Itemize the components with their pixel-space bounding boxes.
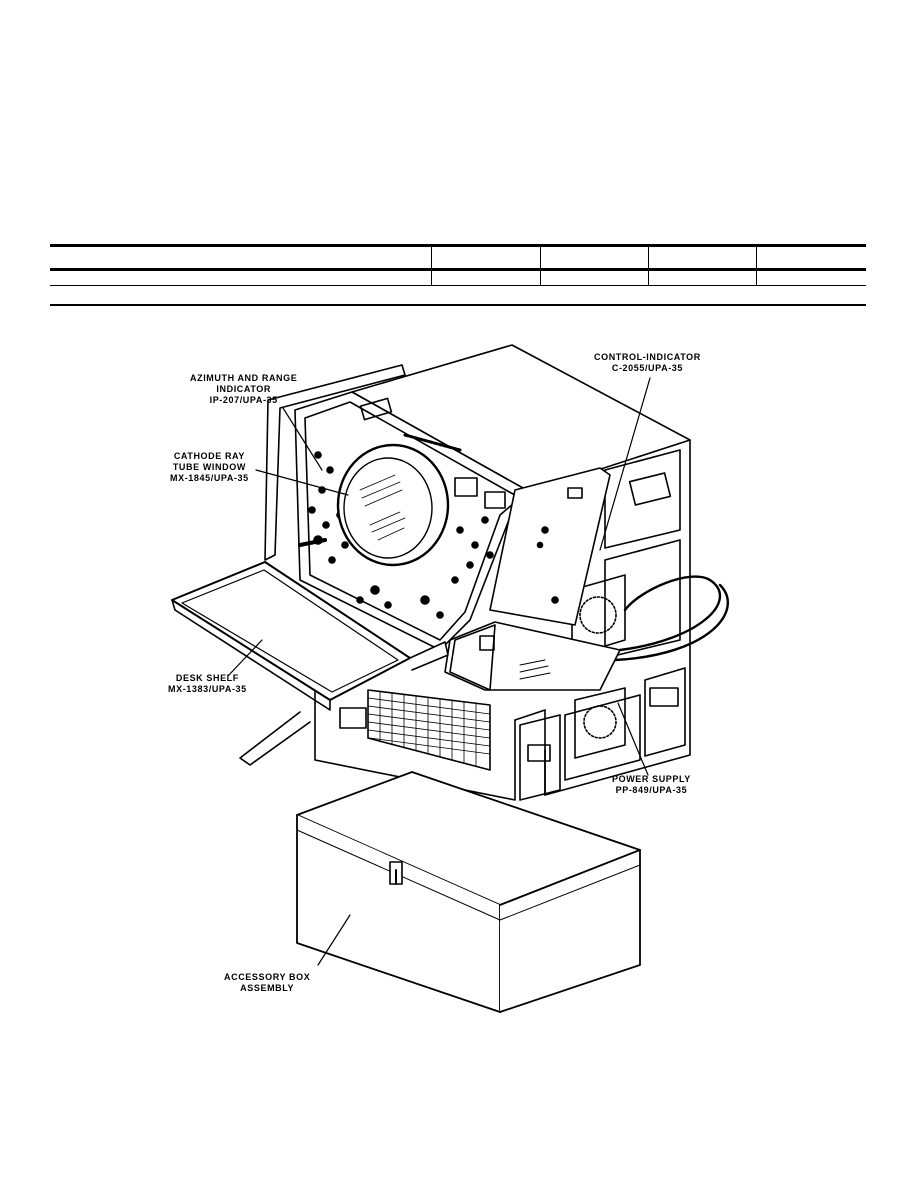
table-column-divider [540, 244, 541, 286]
indicator-panel [264, 364, 531, 651]
leader-lines [227, 377, 651, 966]
accessory-box [296, 771, 641, 1013]
callout-cathode-ray-tube-window: CATHODE RAY TUBE WINDOW MX-1845/UPA-35 [170, 451, 249, 483]
desk-shelf [171, 561, 449, 766]
table-column-divider [648, 244, 649, 286]
callout-desk-shelf: DESK SHELF MX-1383/UPA-35 [168, 673, 247, 694]
table-column-divider [431, 244, 432, 286]
table-header-rule [50, 268, 866, 271]
crt-screen-shading [359, 474, 406, 541]
table-top-rule [50, 244, 866, 247]
vent-grille [367, 691, 491, 767]
control-knobs [308, 451, 494, 619]
main-cabinet [314, 344, 729, 801]
table-row-rule [50, 285, 866, 286]
callout-azimuth-range-indicator: AZIMUTH AND RANGE INDICATOR IP-207/UPA-3… [190, 373, 298, 405]
callout-control-indicator: CONTROL-INDICATOR C-2055/UPA-35 [594, 352, 701, 373]
callout-accessory-box-assembly: ACCESSORY BOX ASSEMBLY [224, 972, 311, 993]
table-column-divider [756, 244, 757, 286]
control-indicator-unit [444, 467, 621, 691]
table-bottom-rule [50, 304, 866, 306]
callout-power-supply: POWER SUPPLY PP-849/UPA-35 [612, 774, 691, 795]
